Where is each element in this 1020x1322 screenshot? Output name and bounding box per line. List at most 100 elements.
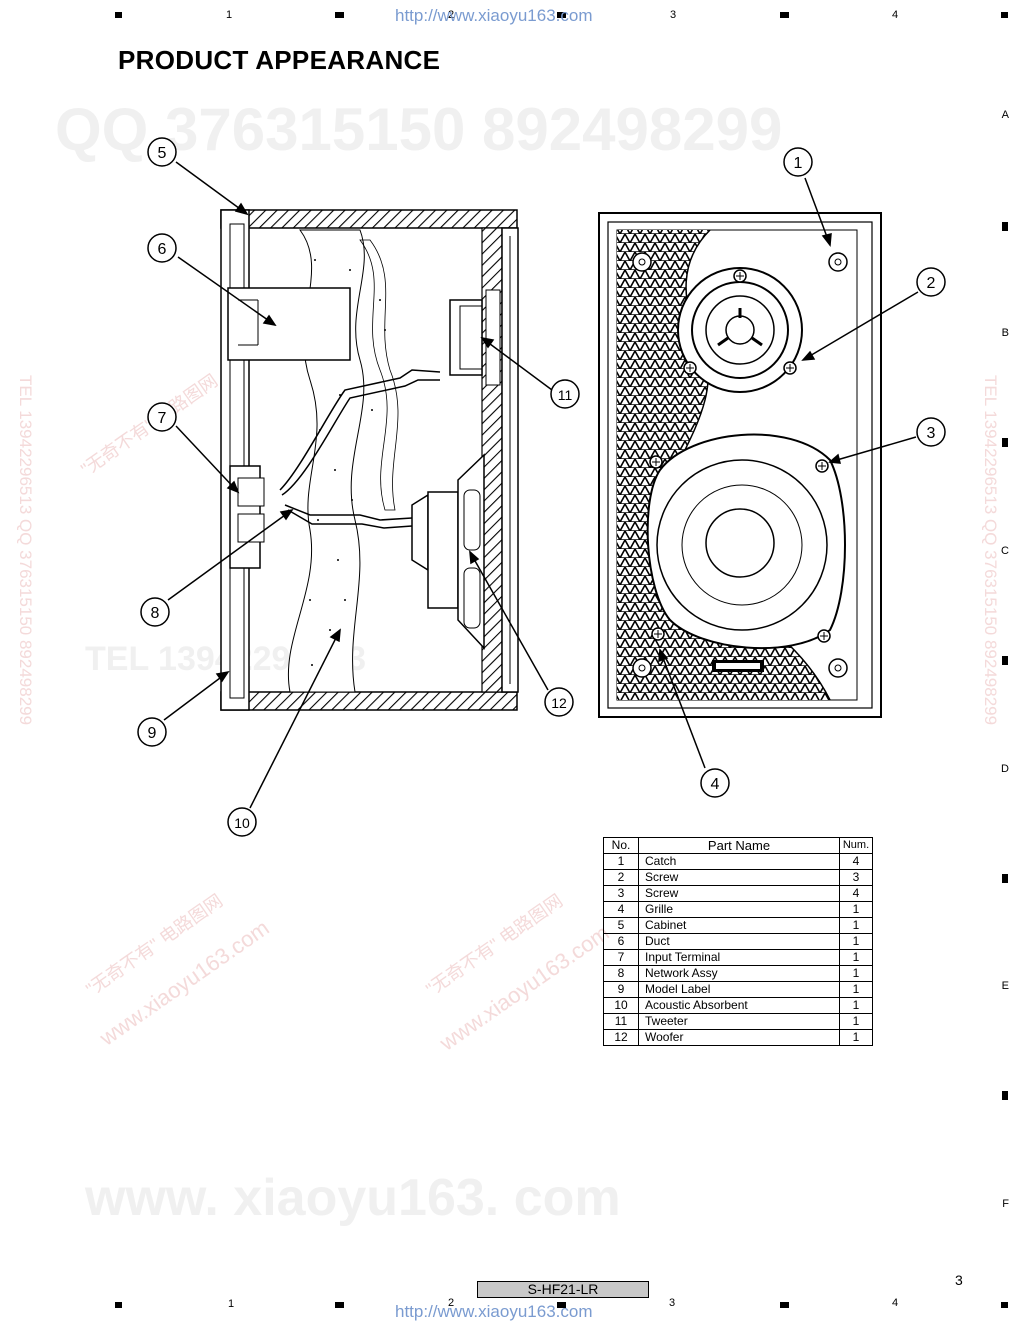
cell-num: 1 [839,965,873,982]
cell-num: 1 [839,1013,873,1030]
front-view [598,212,882,718]
row-label: E [1001,980,1009,992]
registration-mark [1001,12,1008,18]
cell-no: 1 [603,853,639,870]
cell-part-name: Tweeter [638,1013,840,1030]
cell-part-name: Cabinet [638,917,840,934]
cell-num: 1 [839,949,873,966]
cell-num: 1 [839,901,873,918]
column-label: 4 [892,1297,899,1309]
cell-no: 5 [603,917,639,934]
registration-mark [780,12,789,18]
cell-part-name: Duct [638,933,840,950]
registration-mark [115,12,122,18]
cell-no: 3 [603,885,639,902]
callout-4: 4 [711,776,720,793]
row-label: C [1001,545,1009,557]
page-number: 3 [955,1272,963,1288]
row-label: D [1001,763,1009,775]
cell-num: 1 [839,997,873,1014]
cell-no: 11 [603,1013,639,1030]
registration-mark [1001,1302,1008,1308]
cell-part-name: Input Terminal [638,949,840,966]
side-cutaway-view [220,209,519,711]
cell-part-name: Screw [638,869,840,886]
column-header-num: Num. [839,837,873,854]
row-label: B [1001,327,1009,339]
cell-num: 4 [839,885,873,902]
cell-no: 4 [603,901,639,918]
registration-mark [780,1302,789,1308]
column-label: 1 [226,9,233,21]
callout-3: 3 [927,425,936,442]
callout-2: 2 [927,275,936,292]
cell-num: 1 [839,917,873,934]
cell-no: 9 [603,981,639,998]
callout-circles [137,137,946,837]
callout-5: 5 [158,145,167,162]
cell-part-name: Model Label [638,981,840,998]
cell-num: 1 [839,933,873,950]
callout-6: 6 [158,241,167,258]
cell-no: 7 [603,949,639,966]
callout-10: 10 [234,815,250,831]
registration-mark [335,12,344,18]
table-header-row: No. Part Name Num. [603,837,873,854]
row-label: F [1002,1198,1009,1210]
cell-no: 10 [603,997,639,1014]
cell-num: 1 [839,981,873,998]
registration-mark [1002,438,1008,447]
registration-mark [115,1302,122,1308]
registration-mark [1002,656,1008,665]
callout-1: 1 [794,155,803,172]
cell-no: 6 [603,933,639,950]
cell-no: 12 [603,1029,639,1046]
column-label: 4 [892,9,899,21]
column-header-no: No. [603,837,639,854]
column-label: 3 [670,9,677,21]
cell-part-name: Network Assy [638,965,840,982]
cell-num: 3 [839,869,873,886]
cell-no: 8 [603,965,639,982]
cell-part-name: Acoustic Absorbent [638,997,840,1014]
cell-num: 4 [839,853,873,870]
registration-mark [557,1302,566,1308]
watermark-site: www. xiaoyu163. com [85,1169,621,1227]
registration-mark [1002,1091,1008,1100]
callout-11: 11 [558,387,573,403]
registration-mark [1002,874,1008,883]
cell-part-name: Catch [638,853,840,870]
callout-12: 12 [551,695,567,711]
registration-mark [557,12,566,18]
callout-8: 8 [151,605,160,622]
header-url-link[interactable]: http://www.xiaoyu163.com [395,6,593,25]
registration-mark [335,1302,344,1308]
column-label: 2 [448,9,455,21]
cell-part-name: Screw [638,885,840,902]
cell-num: 1 [839,1029,873,1046]
cell-no: 2 [603,869,639,886]
callout-7: 7 [158,410,167,427]
column-header-part-name: Part Name [638,837,840,854]
page-title: PRODUCT APPEARANCE [118,45,441,75]
cell-part-name: Woofer [638,1029,840,1046]
row-label: A [1001,109,1009,121]
registration-mark [1002,222,1008,231]
callout-9: 9 [148,725,157,742]
footer-url-link[interactable]: http://www.xiaoyu163.com [395,1302,593,1321]
cell-part-name: Grille [638,901,840,918]
